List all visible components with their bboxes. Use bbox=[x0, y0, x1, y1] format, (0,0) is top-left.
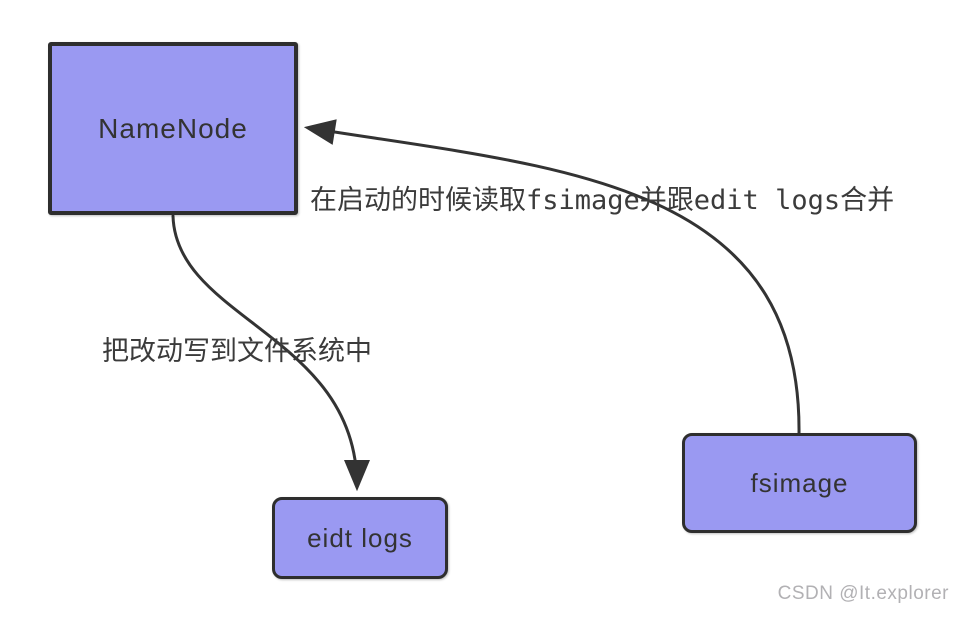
watermark: CSDN @It.explorer bbox=[777, 583, 949, 604]
edge-label-read-merge: 在启动的时候读取fsimage并跟edit logs合并 bbox=[310, 185, 895, 216]
node-edit-logs-label: eidt logs bbox=[307, 522, 413, 553]
edge-label-write-changes: 把改动写到文件系统中 bbox=[102, 336, 372, 367]
node-namenode: NameNode bbox=[48, 42, 298, 215]
node-edit-logs: eidt logs bbox=[272, 497, 448, 579]
edge-fsimage-to-namenode bbox=[303, 119, 801, 436]
node-fsimage-label: fsimage bbox=[750, 467, 849, 498]
node-namenode-label: NameNode bbox=[98, 112, 248, 144]
node-fsimage: fsimage bbox=[682, 433, 917, 533]
